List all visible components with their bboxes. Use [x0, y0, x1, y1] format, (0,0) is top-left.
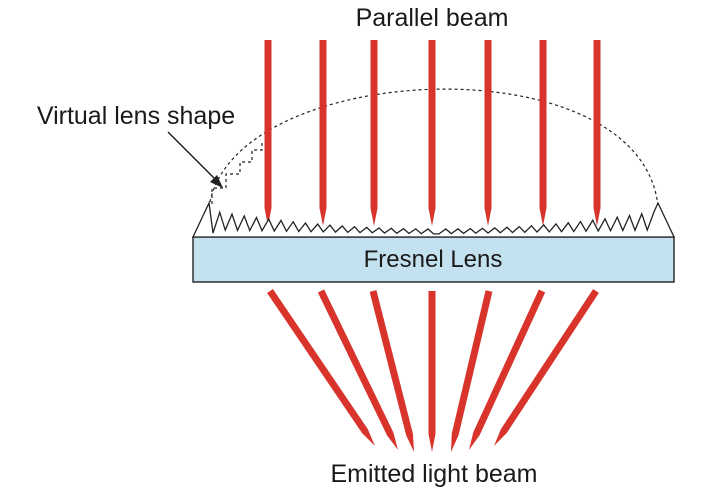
- parallel-beam-ray: [484, 40, 492, 226]
- fresnel-lens-grooves: [191, 200, 676, 238]
- parallel-beam-label: Parallel beam: [356, 4, 509, 32]
- fresnel-lens-label: Fresnel Lens: [364, 246, 503, 273]
- emitted-beam-ray: [469, 289, 546, 450]
- virtual-lens-arc: [208, 88, 659, 209]
- pointer-arrow-head: [210, 175, 223, 188]
- parallel-beam-ray: [264, 40, 272, 226]
- virtual-lens-shape-label: Virtual lens shape: [37, 102, 235, 130]
- fresnel-lens-body: [192, 236, 675, 283]
- emitted-beam-ray: [369, 290, 414, 452]
- virtual-lens-steps: [211, 140, 263, 204]
- emitted-beam-ray: [451, 290, 493, 452]
- emitted-beams: [267, 289, 599, 452]
- pointer-arrow: [167, 131, 219, 183]
- parallel-beams: [264, 40, 601, 226]
- parallel-beam-ray: [593, 40, 601, 226]
- parallel-beam-ray: [370, 40, 378, 226]
- emitted-beam-ray: [494, 289, 599, 446]
- emitted-beam-ray: [428, 291, 436, 452]
- parallel-beam-ray: [539, 40, 547, 226]
- emitted-beam-ray: [267, 289, 375, 446]
- emitted-beam-ray: [317, 289, 398, 450]
- parallel-beam-ray: [428, 40, 436, 226]
- parallel-beam-ray: [319, 40, 327, 226]
- emitted-light-beam-label: Emitted light beam: [330, 460, 537, 488]
